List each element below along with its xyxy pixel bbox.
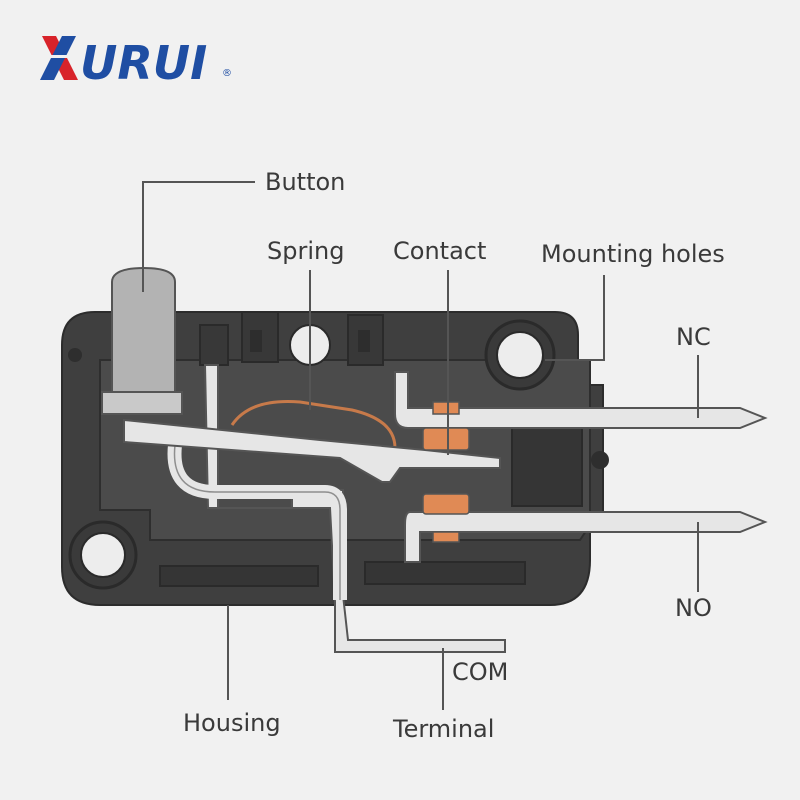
label-nc: NC xyxy=(676,323,711,351)
label-mounting-holes: Mounting holes xyxy=(541,240,725,268)
label-terminal: Terminal xyxy=(392,715,494,743)
label-housing: Housing xyxy=(183,709,281,737)
contact-lower xyxy=(422,493,470,543)
contact-upper xyxy=(422,401,470,451)
button-plunger xyxy=(101,266,183,415)
lever-blade xyxy=(123,418,501,483)
spring xyxy=(230,399,397,449)
com-terminal xyxy=(203,364,506,653)
leader-lines xyxy=(142,181,699,710)
registered-mark: ® xyxy=(222,68,232,79)
label-spring: Spring xyxy=(267,237,344,265)
mounting-hole-bottom xyxy=(68,520,138,590)
mounting-hole-top xyxy=(484,319,556,391)
logo-text: URUI xyxy=(80,36,207,90)
label-contact: Contact xyxy=(393,237,486,265)
label-com: COM xyxy=(452,658,508,686)
label-button: Button xyxy=(265,168,345,196)
no-terminal xyxy=(404,511,768,563)
leader-mounting-holes xyxy=(545,275,605,361)
logo-x-mark xyxy=(40,36,78,80)
nc-terminal xyxy=(394,371,768,429)
label-no: NO xyxy=(675,594,712,622)
leader-button xyxy=(142,181,255,292)
brand-logo: URUI ® xyxy=(40,36,232,90)
